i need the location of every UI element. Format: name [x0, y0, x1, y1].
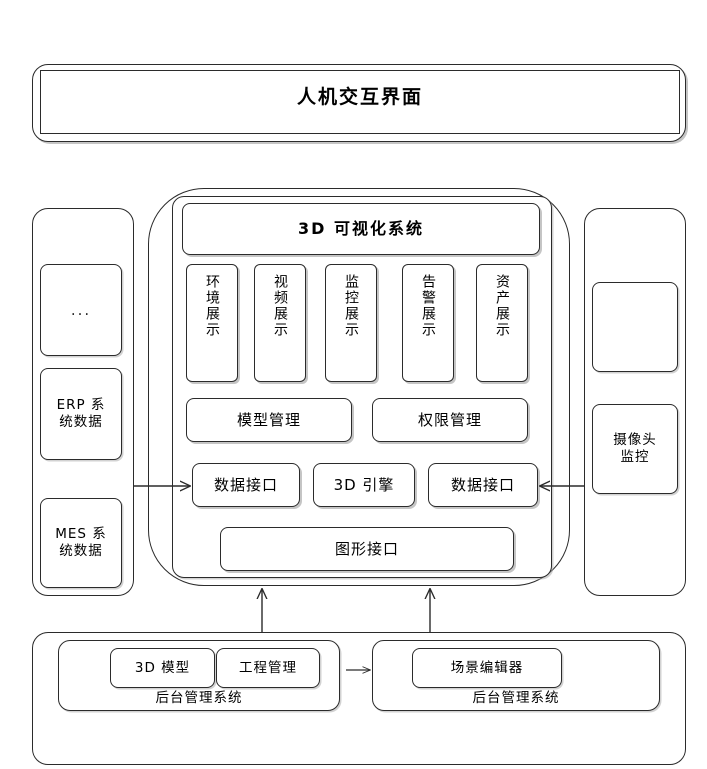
backend-left-caption: 后台管理系统 — [155, 690, 243, 706]
display-module-environment[interactable]: 环境展示 — [186, 264, 238, 382]
engine-3d-box[interactable]: 3D 引擎 — [313, 463, 415, 507]
data-interface-right-box[interactable]: 数据接口 — [428, 463, 538, 507]
display-module-environment-label: 环境展示 — [204, 274, 220, 338]
visualization-system-box[interactable]: 3D 可视化系统 — [182, 203, 540, 255]
graphics-interface-label: 图形接口 — [334, 539, 399, 558]
model-3d-label: 3D 模型 — [134, 659, 191, 676]
permission-management-box[interactable]: 权限管理 — [372, 398, 528, 442]
data-source-ellipsis-box[interactable]: ... — [40, 264, 122, 356]
camera-monitoring-label: 摄像头 监控 — [613, 432, 657, 465]
graphics-interface-box[interactable]: 图形接口 — [220, 527, 514, 571]
project-management-label: 工程管理 — [239, 659, 297, 676]
engine-3d-label: 3D 引擎 — [333, 475, 395, 494]
display-module-video[interactable]: 视频展示 — [254, 264, 306, 382]
display-module-asset[interactable]: 资产展示 — [476, 264, 528, 382]
scene-editor-box[interactable]: 场景编辑器 — [412, 648, 562, 688]
display-module-alarm-label: 告警展示 — [420, 274, 436, 338]
device-source-empty-box[interactable] — [592, 282, 678, 372]
model-management-box[interactable]: 模型管理 — [186, 398, 352, 442]
backend-right-caption-wrap: 后台管理系统 — [372, 690, 660, 707]
display-module-alarm[interactable]: 告警展示 — [402, 264, 454, 382]
backend-left-caption-wrap: 后台管理系统 — [58, 690, 340, 707]
hmi-inner-frame: 人机交互界面 — [40, 70, 680, 134]
data-interface-left-box[interactable]: 数据接口 — [192, 463, 300, 507]
camera-monitoring-box[interactable]: 摄像头 监控 — [592, 404, 678, 494]
data-interface-left-label: 数据接口 — [213, 475, 278, 494]
ellipsis-label: ... — [70, 300, 92, 319]
hmi-title: 人机交互界面 — [296, 86, 423, 108]
mes-system-data-box[interactable]: MES 系 统数据 — [40, 498, 122, 588]
display-module-video-label: 视频展示 — [272, 274, 288, 338]
visualization-platform-inner — [172, 196, 552, 578]
erp-system-data-label: ERP 系 统数据 — [56, 397, 106, 430]
project-management-box[interactable]: 工程管理 — [216, 648, 320, 688]
display-module-monitoring-label: 监控展示 — [343, 274, 359, 338]
erp-system-data-box[interactable]: ERP 系 统数据 — [40, 368, 122, 460]
scene-editor-label: 场景编辑器 — [450, 659, 524, 676]
data-interface-right-label: 数据接口 — [450, 475, 515, 494]
visualization-system-label: 3D 可视化系统 — [298, 219, 424, 238]
permission-management-label: 权限管理 — [417, 410, 482, 429]
device-source-panel — [584, 208, 686, 596]
model-3d-box[interactable]: 3D 模型 — [110, 648, 215, 688]
display-module-asset-label: 资产展示 — [494, 274, 510, 338]
backend-right-caption: 后台管理系统 — [472, 690, 560, 706]
model-management-label: 模型管理 — [236, 410, 301, 429]
mes-system-data-label: MES 系 统数据 — [55, 526, 107, 559]
display-module-monitoring[interactable]: 监控展示 — [325, 264, 377, 382]
